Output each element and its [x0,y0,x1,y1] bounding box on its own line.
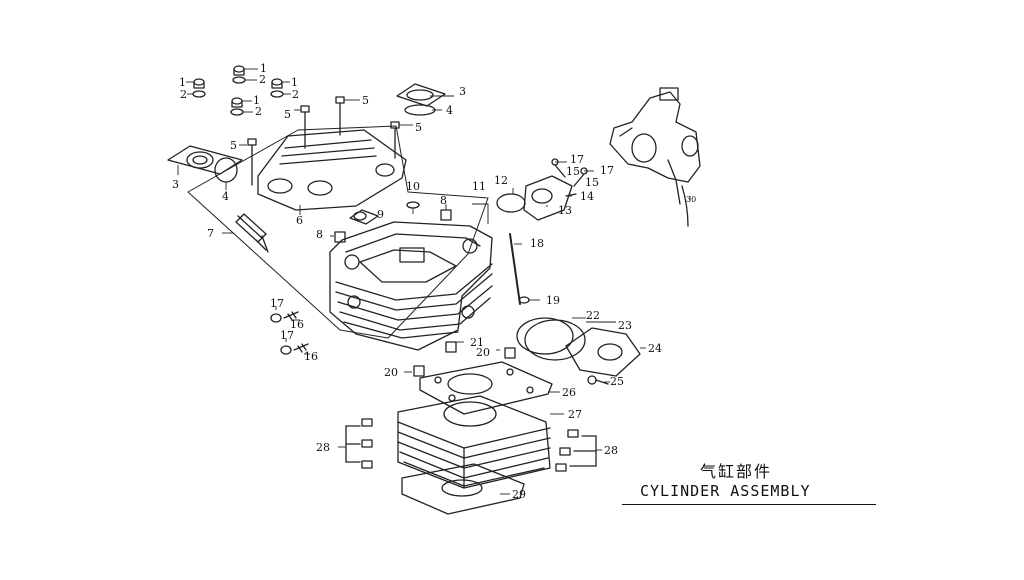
callout-26: 26 [562,386,576,399]
base-gasket [401,463,525,515]
callout-9: 9 [377,208,384,221]
stud [509,233,521,305]
callout-17: 17 [270,297,284,310]
callout-11: 11 [472,180,486,193]
callout-1: 1 [179,76,186,89]
carburetor [609,87,701,227]
callout-3: 3 [459,85,466,98]
nut-washer-group [192,65,284,116]
left-studs [270,311,309,355]
callout-28: 28 [604,444,618,457]
title-underline [622,504,876,505]
callout-15: 15 [585,176,599,189]
callout-24: 24 [648,342,662,355]
callout-21: 21 [470,336,484,349]
leader-lines [177,68,691,495]
callout-3: 3 [172,178,179,191]
callout-20: 20 [476,346,490,359]
callout-5: 5 [362,94,369,107]
callout-19: 19 [546,294,560,307]
callout-5: 5 [230,139,237,152]
callout-10: 10 [406,180,420,193]
cylinder-block [397,395,551,489]
callout-1: 1 [253,94,260,107]
callout-2: 2 [259,73,266,86]
callout-17: 17 [600,164,614,177]
callout-23: 23 [618,319,632,332]
callout-22: 22 [586,309,600,322]
spark-plug [235,213,269,253]
callout-8: 8 [316,228,323,241]
title-chinese: 气缸部件 [700,462,773,481]
callout-28: 28 [316,441,330,454]
callout-30: 30 [686,195,696,204]
o-ring [406,201,420,209]
callout-16: 16 [290,318,304,331]
callout-2: 2 [180,88,187,101]
callout-29: 29 [512,488,526,501]
title-english: CYLINDER ASSEMBLY [640,482,811,500]
callout-16: 16 [304,350,318,363]
callout-17: 17 [570,153,584,166]
callout-12: 12 [494,174,508,187]
callout-13: 13 [558,204,572,217]
callout-labels: 1 2 1 2 1 2 1 2 3 4 5 5 5 5 3 4 6 7 8 8 … [172,62,696,501]
cylinder-head [329,221,493,351]
callout-27: 27 [568,408,582,421]
callout-1: 1 [260,62,267,75]
damper-blocks [345,418,597,472]
head-gasket [419,361,553,415]
valve-seal [349,209,379,225]
callout-15: 15 [566,165,580,178]
callout-2: 2 [255,105,262,118]
callout-1: 1 [291,76,298,89]
callout-2: 2 [292,88,299,101]
callout-4: 4 [222,190,229,203]
callout-18: 18 [530,237,544,250]
callout-20: 20 [384,366,398,379]
callout-17: 17 [280,329,294,342]
callout-4: 4 [446,104,453,117]
cam-cover-group [516,317,641,385]
callout-25: 25 [610,375,624,388]
callout-8: 8 [440,194,447,207]
head-group-outline [187,125,489,339]
head-cover [257,129,407,211]
callout-5: 5 [284,108,291,121]
left-seal-plate [167,145,243,183]
callout-7: 7 [207,227,214,240]
callout-14: 14 [580,190,594,203]
callout-5: 5 [415,121,422,134]
callout-6: 6 [296,214,303,227]
